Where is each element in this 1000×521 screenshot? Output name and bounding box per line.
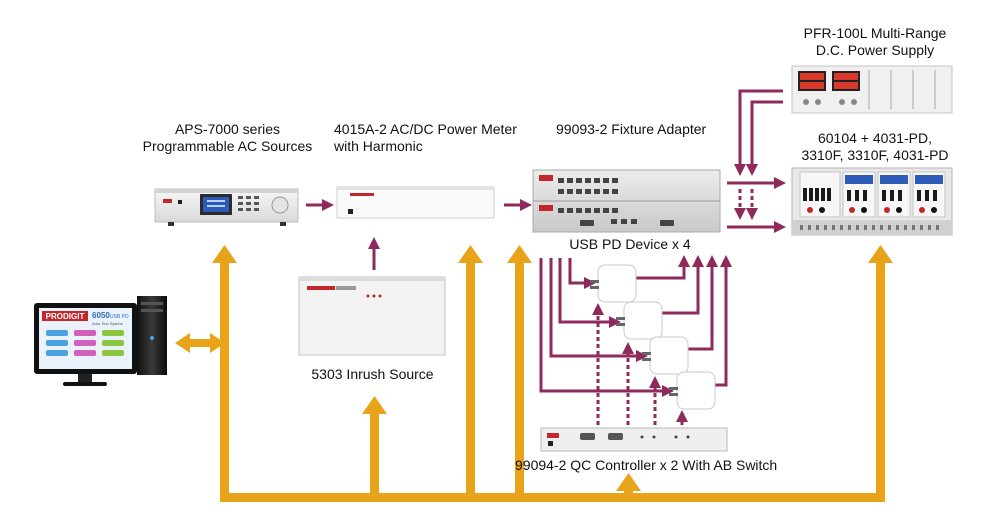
qc-label: 99094-2 QC Controller x 2 With AB Switch bbox=[515, 457, 778, 473]
load-60104 bbox=[791, 167, 953, 236]
pc-computer: PRODIGIT 6050 USB PD Auto Test System bbox=[34, 296, 167, 386]
screen-brand: PRODIGIT bbox=[46, 312, 85, 321]
aps-label-line1: APS-7000 series bbox=[174, 121, 281, 137]
power-meter-4015a bbox=[336, 186, 495, 219]
screen-subtitle: Auto Test System bbox=[92, 321, 124, 326]
load-label-line2: 3310F, 3310F, 4031-PD bbox=[801, 147, 949, 163]
monitor: PRODIGIT 6050 USB PD Auto Test System bbox=[34, 303, 137, 386]
orange-bus bbox=[175, 245, 893, 502]
load-label: 60104 + 4031-PD, 3310F, 3310F, 4031-PD bbox=[770, 130, 980, 164]
qc-controller-99094 bbox=[540, 427, 728, 452]
inrush-label: 5303 Inrush Source bbox=[311, 366, 434, 382]
pfr-100l-supply bbox=[791, 65, 953, 114]
aps-label-line2: Programmable AC Sources bbox=[142, 138, 313, 154]
meter-label-line2: with Harmonic bbox=[334, 138, 423, 154]
tower bbox=[137, 296, 167, 375]
screen-buttons bbox=[46, 330, 124, 356]
meter-label: 4015A-2 AC/DC Power Meter with Harmonic bbox=[334, 121, 517, 155]
pfr-label: PFR-100L Multi-Range D.C. Power Supply bbox=[770, 25, 980, 59]
pfr-label-line2: D.C. Power Supply bbox=[815, 42, 935, 58]
pfr-label-line1: PFR-100L Multi-Range bbox=[803, 25, 947, 41]
usb-pd-device-1 bbox=[590, 264, 637, 303]
aps-7000-source bbox=[154, 188, 299, 226]
screen-model: 6050 bbox=[92, 311, 110, 320]
load-label-line1: 60104 + 4031-PD, bbox=[817, 130, 933, 146]
usb-pd-device-4 bbox=[669, 371, 716, 410]
usb-pd-label: USB PD Device x 4 bbox=[569, 236, 691, 252]
screen-suffix: USB PD bbox=[110, 314, 129, 320]
usb-pd-device-2 bbox=[616, 301, 663, 340]
fixture-label: 99093-2 Fixture Adapter bbox=[556, 121, 707, 137]
signal-lines bbox=[306, 89, 786, 425]
meter-label-line1: 4015A-2 AC/DC Power Meter bbox=[334, 121, 517, 137]
inrush-source-5303 bbox=[298, 276, 446, 356]
fixture-adapter-99093 bbox=[532, 169, 721, 233]
usb-pd-device-3 bbox=[642, 336, 689, 375]
aps-label: APS-7000 series Programmable AC Sources bbox=[140, 121, 315, 155]
